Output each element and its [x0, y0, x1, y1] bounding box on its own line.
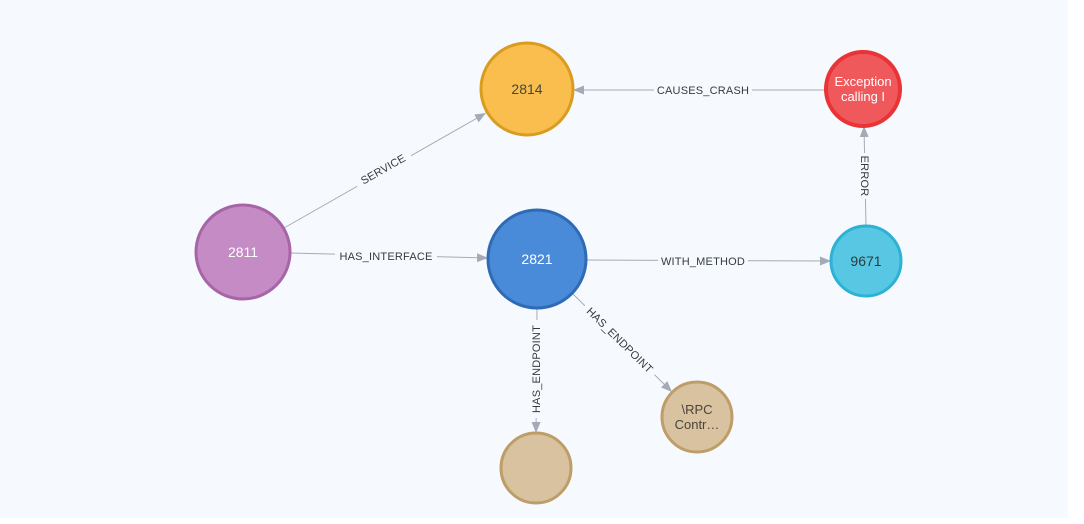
edge-label-backdrop: [580, 300, 660, 380]
node-circle: [479, 41, 575, 137]
edge-label-text: WITH_METHOD: [661, 256, 745, 268]
node-label: 9671: [850, 253, 881, 269]
node-label: 2811: [228, 244, 258, 260]
edge-label-text: HAS_ENDPOINT: [531, 325, 543, 413]
edge-label-text: HAS_ENDPOINT: [584, 306, 655, 376]
edge-label-text: ERROR: [858, 156, 870, 197]
node-circle: [829, 224, 903, 298]
edge-label-backdrop: [352, 147, 414, 191]
node-circle: [194, 203, 292, 301]
node-label-line2: Contr…: [675, 417, 720, 432]
edge-label-has-interface[interactable]: HAS_INTERFACE: [335, 249, 437, 263]
graph-canvas[interactable]: SERVICE HAS_INTERFACE CAUSES_CRASH WITH_…: [0, 0, 1068, 518]
node-circle: [824, 50, 902, 128]
edge-label-service[interactable]: SERVICE: [352, 147, 414, 191]
node-2811[interactable]: 2811: [194, 203, 292, 301]
node-exception-calling[interactable]: Exception calling I: [824, 50, 902, 128]
edge-label-has-endpoint-2[interactable]: HAS_ENDPOINT: [580, 300, 660, 380]
edge-label-text: SERVICE: [359, 152, 408, 187]
node-circle: [486, 208, 588, 310]
node-label-line2: calling I: [841, 89, 885, 104]
node-circle: [499, 431, 573, 505]
edge-label-error[interactable]: ERROR: [858, 153, 872, 199]
edge-label-backdrop: [529, 320, 543, 418]
node-9671[interactable]: 9671: [829, 224, 903, 298]
edge-label-backdrop: [654, 83, 752, 97]
node-label-line1: \RPC: [681, 402, 712, 417]
node-rpc-contr[interactable]: \RPC Contr…: [660, 380, 734, 454]
edge-label-causes-crash[interactable]: CAUSES_CRASH: [654, 83, 752, 97]
node-label: 2821: [521, 251, 552, 267]
edge-label-text: HAS_INTERFACE: [339, 251, 432, 263]
node-circle: [660, 380, 734, 454]
edge-label-text: CAUSES_CRASH: [657, 85, 749, 97]
node-endpoint-unlabeled[interactable]: [499, 431, 573, 505]
node-2821[interactable]: 2821: [486, 208, 588, 310]
edge-label-has-endpoint-1[interactable]: HAS_ENDPOINT: [529, 320, 543, 418]
edge-label-backdrop: [335, 249, 437, 263]
edge-label-with-method[interactable]: WITH_METHOD: [658, 254, 748, 268]
graph-svg[interactable]: SERVICE HAS_INTERFACE CAUSES_CRASH WITH_…: [0, 0, 1068, 518]
edge-label-backdrop: [858, 153, 872, 199]
node-2814[interactable]: 2814: [479, 41, 575, 137]
edge-label-backdrop: [658, 254, 748, 268]
node-label: 2814: [511, 81, 542, 97]
node-label-line1: Exception: [834, 74, 891, 89]
